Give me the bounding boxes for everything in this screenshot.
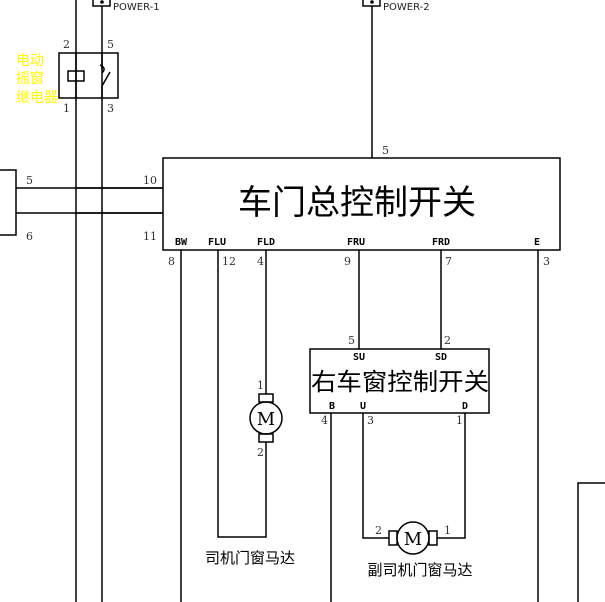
power-2-label: POWER-2: [383, 2, 430, 13]
pin-label: 5: [107, 38, 114, 51]
pin-label: 9: [344, 255, 351, 268]
right-switch-title: 右车窗控制开关: [311, 368, 489, 396]
relay-label-line: 摇窗: [16, 70, 44, 87]
motor-symbol: M: [257, 409, 275, 430]
pin-label: 3: [367, 414, 374, 427]
relay-switch-icon: [101, 53, 111, 87]
power-1-terminal: POWER-1: [92, 0, 160, 13]
signal-label: D: [462, 401, 468, 412]
pin-label: 2: [257, 446, 264, 459]
pin-label: 7: [445, 255, 452, 268]
pin-label: 3: [543, 255, 550, 268]
pin-label: 1: [257, 379, 264, 392]
left-connector: [0, 169, 17, 236]
passenger-motor-label: 副司机门窗马达: [367, 561, 472, 579]
signal-label: FRU: [347, 237, 365, 248]
pin-label: 11: [143, 230, 157, 243]
driver-motor-label: 司机门窗马达: [205, 549, 295, 567]
passenger-motor-icon: M: [388, 521, 438, 555]
pin-label: 6: [26, 230, 33, 243]
signal-label: E: [534, 237, 540, 248]
relay-label-line: 电动: [16, 53, 44, 69]
main-switch-box: [162, 157, 561, 251]
pin-label: 12: [222, 255, 236, 268]
signal-label: U: [360, 401, 366, 412]
power-1-label: POWER-1: [113, 2, 160, 13]
power-2-terminal: POWER-2: [362, 0, 430, 13]
signal-label: SD: [435, 352, 447, 363]
pin-label: 2: [63, 38, 70, 51]
right-switch-box: [309, 348, 490, 414]
wire: [217, 250, 267, 538]
pin-label: 4: [321, 414, 328, 427]
wire: [437, 413, 466, 539]
signal-label: FRD: [432, 237, 450, 248]
pin-label: 5: [348, 334, 355, 347]
relay: 2 5 1 3: [58, 38, 119, 115]
signal-label: FLD: [257, 237, 275, 248]
pin-label: 3: [107, 102, 114, 115]
motor-symbol: M: [404, 529, 422, 550]
pin-label: 8: [168, 255, 175, 268]
pin-label: 5: [382, 144, 389, 157]
pin-label: 2: [444, 334, 451, 347]
signal-label: SU: [353, 352, 365, 363]
pin-label: 1: [63, 102, 70, 115]
signal-label: FLU: [208, 237, 226, 248]
pin-label: 2: [375, 524, 382, 537]
pin-label: 1: [444, 524, 451, 537]
relay-coil-icon: [67, 70, 85, 82]
pin-label: 5: [26, 174, 33, 187]
wire: [362, 413, 389, 539]
signal-label: B: [329, 401, 335, 412]
pin-label: 4: [257, 255, 264, 268]
main-switch-title: 车门总控制开关: [238, 183, 476, 223]
pin-label: 1: [456, 414, 463, 427]
driver-motor-icon: M: [249, 393, 283, 443]
relay-label-line: 继电器: [16, 90, 58, 106]
signal-label: BW: [175, 237, 188, 248]
pin-label: 10: [143, 174, 157, 187]
partial-component-box: [577, 482, 605, 602]
